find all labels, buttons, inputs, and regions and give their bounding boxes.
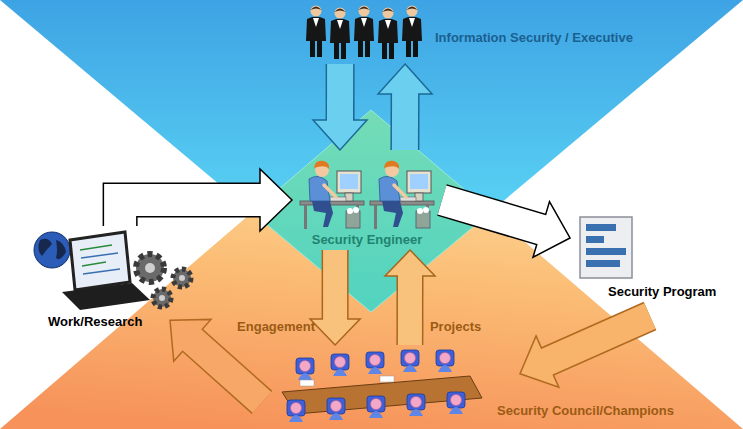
block-arrow xyxy=(310,250,360,345)
block-arrow xyxy=(120,169,292,231)
arrow-head xyxy=(310,319,360,345)
block-arrow xyxy=(378,64,432,150)
engineers-icon xyxy=(300,161,434,229)
orange-triangle xyxy=(0,110,743,429)
block-arrow xyxy=(442,200,570,257)
block-arrow xyxy=(313,64,367,150)
arrow-head xyxy=(260,169,292,231)
arrow-fill xyxy=(190,338,262,402)
block-arrow xyxy=(520,316,650,387)
arrow-fill xyxy=(323,250,347,322)
blue-triangle xyxy=(0,0,743,312)
council-node: Security Council/Champions xyxy=(262,345,692,427)
executive-group: Information Security / Executive xyxy=(300,2,665,64)
node-label: Work/Research xyxy=(48,314,142,330)
node-label: Security Program xyxy=(608,284,716,300)
arrow-fill xyxy=(545,316,650,363)
block-arrow xyxy=(385,250,435,345)
program-node: Security Program xyxy=(570,212,730,316)
document-icon xyxy=(580,217,632,278)
laptop-globe-gears-icon xyxy=(34,232,191,310)
edge-label: Projects xyxy=(430,319,481,335)
arrow-head xyxy=(385,250,435,276)
arrow-fill xyxy=(327,64,353,123)
edge-label: Engagement xyxy=(237,319,315,335)
work-research-node: Work/Research xyxy=(22,226,207,332)
node-label: Security Council/Champions xyxy=(497,403,674,419)
arrow-head xyxy=(378,64,432,94)
arrow-fill xyxy=(398,273,422,345)
council-icon xyxy=(282,350,482,422)
executives-icon xyxy=(306,6,422,60)
arrow-fill xyxy=(442,200,544,230)
node-label: Information Security / Executive xyxy=(435,30,633,46)
node-label: Security Engineer xyxy=(312,232,423,248)
arrow-head xyxy=(313,120,367,150)
arrow-fill xyxy=(392,91,418,150)
engineer-node: Security Engineer xyxy=(292,150,442,250)
arrow-fill xyxy=(120,200,263,226)
